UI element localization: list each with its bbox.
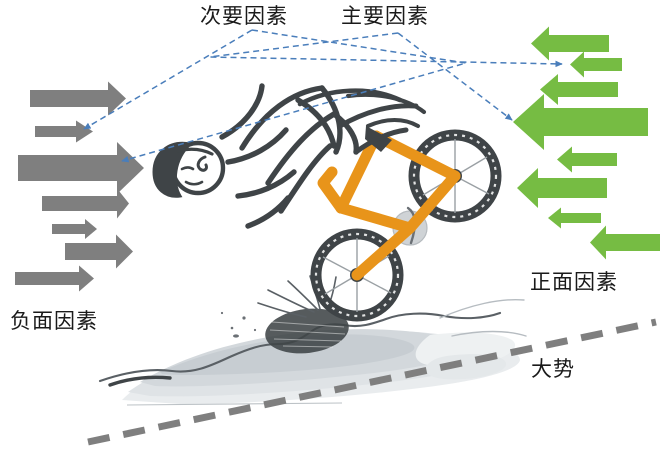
positive-arrow-5 [557, 146, 617, 173]
negative-arrow-7 [15, 265, 94, 292]
pointer-secondary-lower [121, 29, 467, 163]
negative-arrow-3 [18, 142, 144, 194]
figure-eye [196, 155, 208, 172]
label-trend: 大势 [531, 358, 575, 381]
overall-trend-dashed-line [87, 318, 657, 446]
label-primary-factors: 主要因素 [341, 5, 429, 28]
label-negative-factors: 负面因素 [10, 310, 98, 333]
bicycle [310, 126, 502, 322]
positive-arrow-3 [540, 74, 618, 105]
negative-arrow-1 [30, 81, 126, 116]
positive-arrow-2 [570, 51, 622, 78]
negative-arrow-5 [52, 219, 97, 239]
negative-factor-arrows [15, 81, 144, 292]
pointer-primary-lower [397, 32, 513, 121]
pointer-arrows [83, 29, 563, 163]
negative-arrow-4 [42, 188, 129, 219]
pointer-secondary-upper [83, 29, 253, 130]
figure-mouth [184, 180, 204, 186]
positive-arrow-8 [590, 225, 660, 260]
label-secondary-factors: 次要因素 [200, 5, 288, 28]
label-positive-factors: 正面因素 [530, 271, 618, 294]
positive-arrow-4 [513, 94, 648, 150]
positive-arrow-1 [531, 26, 609, 61]
negative-arrow-2 [35, 120, 93, 143]
positive-factor-arrows [513, 26, 660, 260]
ground-rocky-slope [98, 275, 527, 406]
pointer-primary-upper [209, 32, 563, 68]
positive-arrow-6 [517, 168, 607, 208]
falling-cyclist-figure [152, 83, 427, 229]
positive-arrow-7 [548, 207, 601, 229]
negative-arrow-6 [65, 234, 133, 269]
